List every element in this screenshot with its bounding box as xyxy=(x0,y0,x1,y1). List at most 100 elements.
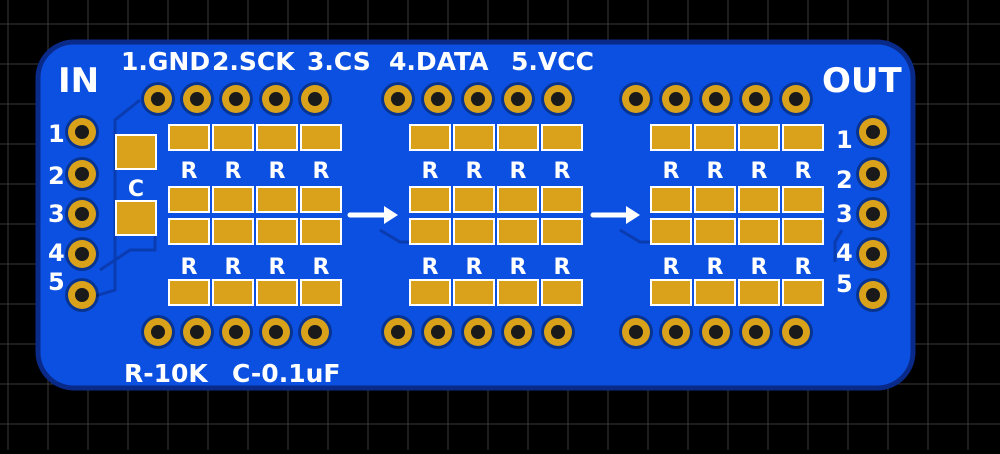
header-pin-bottom-hole xyxy=(431,325,445,339)
header-pin-bottom-hole xyxy=(229,325,243,339)
smd-pad xyxy=(258,281,296,304)
resistor-label: R xyxy=(663,255,680,280)
pcb-trace xyxy=(379,228,410,244)
smd-pad xyxy=(499,188,537,211)
smd-pad xyxy=(696,220,734,243)
resistor-label: R xyxy=(510,159,527,184)
header-pin-top-hole xyxy=(511,92,525,106)
resistor-label: R xyxy=(707,255,724,280)
resistor-label: R xyxy=(422,159,439,184)
smd-pad xyxy=(302,126,340,149)
resistor-label: R xyxy=(751,159,768,184)
smd-pad xyxy=(411,126,449,149)
resistor-label: R xyxy=(554,159,571,184)
smd-pad xyxy=(411,188,449,211)
in-pin-hole xyxy=(75,247,89,261)
smd-pad xyxy=(784,126,822,149)
out-pin-hole xyxy=(866,247,880,261)
header-pin-top-hole xyxy=(789,92,803,106)
smd-pad xyxy=(302,220,340,243)
resistor-label: R xyxy=(269,159,286,184)
smd-pad xyxy=(740,126,778,149)
smd-pad xyxy=(543,126,581,149)
header-pin-bottom-hole xyxy=(151,325,165,339)
smd-pad xyxy=(652,281,690,304)
resistor-label: R xyxy=(466,159,483,184)
in-pin-number: 5 xyxy=(48,268,65,296)
pcb-trace xyxy=(833,229,844,262)
resistor-label: R xyxy=(510,255,527,280)
smd-pad xyxy=(740,188,778,211)
capacitor-label: C xyxy=(128,177,144,202)
resistor-label: R xyxy=(181,255,198,280)
smd-pad xyxy=(740,220,778,243)
in-label: IN xyxy=(58,61,99,101)
smd-pad xyxy=(258,126,296,149)
smd-pad xyxy=(455,220,493,243)
smd-pad xyxy=(258,220,296,243)
smd-pad xyxy=(784,220,822,243)
resistor-label: R xyxy=(795,159,812,184)
smd-pad xyxy=(499,126,537,149)
smd-pad xyxy=(411,281,449,304)
out-label: OUT xyxy=(822,61,903,101)
smd-pad xyxy=(543,220,581,243)
out-pin-hole xyxy=(866,207,880,221)
smd-pad xyxy=(170,281,208,304)
header-pin-top-hole xyxy=(749,92,763,106)
header-pin-top-hole xyxy=(709,92,723,106)
header-pin-bottom-hole xyxy=(308,325,322,339)
resistor-label: R xyxy=(554,255,571,280)
in-pin-number: 2 xyxy=(48,162,65,190)
header-pin-bottom-hole xyxy=(391,325,405,339)
smd-pad xyxy=(170,188,208,211)
smd-pad xyxy=(652,126,690,149)
resistor-label: R xyxy=(466,255,483,280)
smd-pad xyxy=(652,220,690,243)
header-pin-bottom-hole xyxy=(669,325,683,339)
pin-header-label: 2.SCK xyxy=(212,47,296,76)
smd-pad xyxy=(170,220,208,243)
out-pin-hole xyxy=(866,288,880,302)
smd-pad xyxy=(170,126,208,149)
smd-pad xyxy=(455,281,493,304)
resistor-label: R xyxy=(795,255,812,280)
smd-pad xyxy=(652,188,690,211)
smd-pad xyxy=(499,281,537,304)
resistor-label: R xyxy=(707,159,724,184)
smd-pad xyxy=(455,126,493,149)
header-pin-bottom-hole xyxy=(629,325,643,339)
smd-pad xyxy=(543,188,581,211)
pin-header-label: 3.CS xyxy=(307,47,371,76)
pcb-trace xyxy=(619,228,652,244)
header-pin-bottom-hole xyxy=(511,325,525,339)
smd-pad xyxy=(302,188,340,211)
header-pin-bottom-hole xyxy=(749,325,763,339)
pcb-trace xyxy=(99,235,157,272)
header-pin-top-hole xyxy=(308,92,322,106)
in-pin-number: 3 xyxy=(48,200,65,228)
smd-pad xyxy=(696,281,734,304)
arrow-right-icon xyxy=(626,206,640,224)
resistor-label: R xyxy=(225,255,242,280)
pin-header-label: 1.GND xyxy=(121,47,210,76)
smd-pad xyxy=(302,281,340,304)
out-pin-number: 4 xyxy=(836,239,853,267)
header-pin-top-hole xyxy=(669,92,683,106)
header-pin-bottom-hole xyxy=(551,325,565,339)
pin-header-label: 4.DATA xyxy=(389,47,489,76)
smd-pad xyxy=(696,126,734,149)
out-pin-number: 2 xyxy=(836,166,853,194)
smd-pad xyxy=(784,188,822,211)
smd-pad xyxy=(214,281,252,304)
footer-resistor-value: R-10K xyxy=(124,359,209,388)
resistor-label: R xyxy=(181,159,198,184)
resistor-label: R xyxy=(663,159,680,184)
header-pin-bottom-hole xyxy=(789,325,803,339)
resistor-label: R xyxy=(313,159,330,184)
header-pin-top-hole xyxy=(431,92,445,106)
smd-pad xyxy=(214,126,252,149)
resistor-label: R xyxy=(313,255,330,280)
